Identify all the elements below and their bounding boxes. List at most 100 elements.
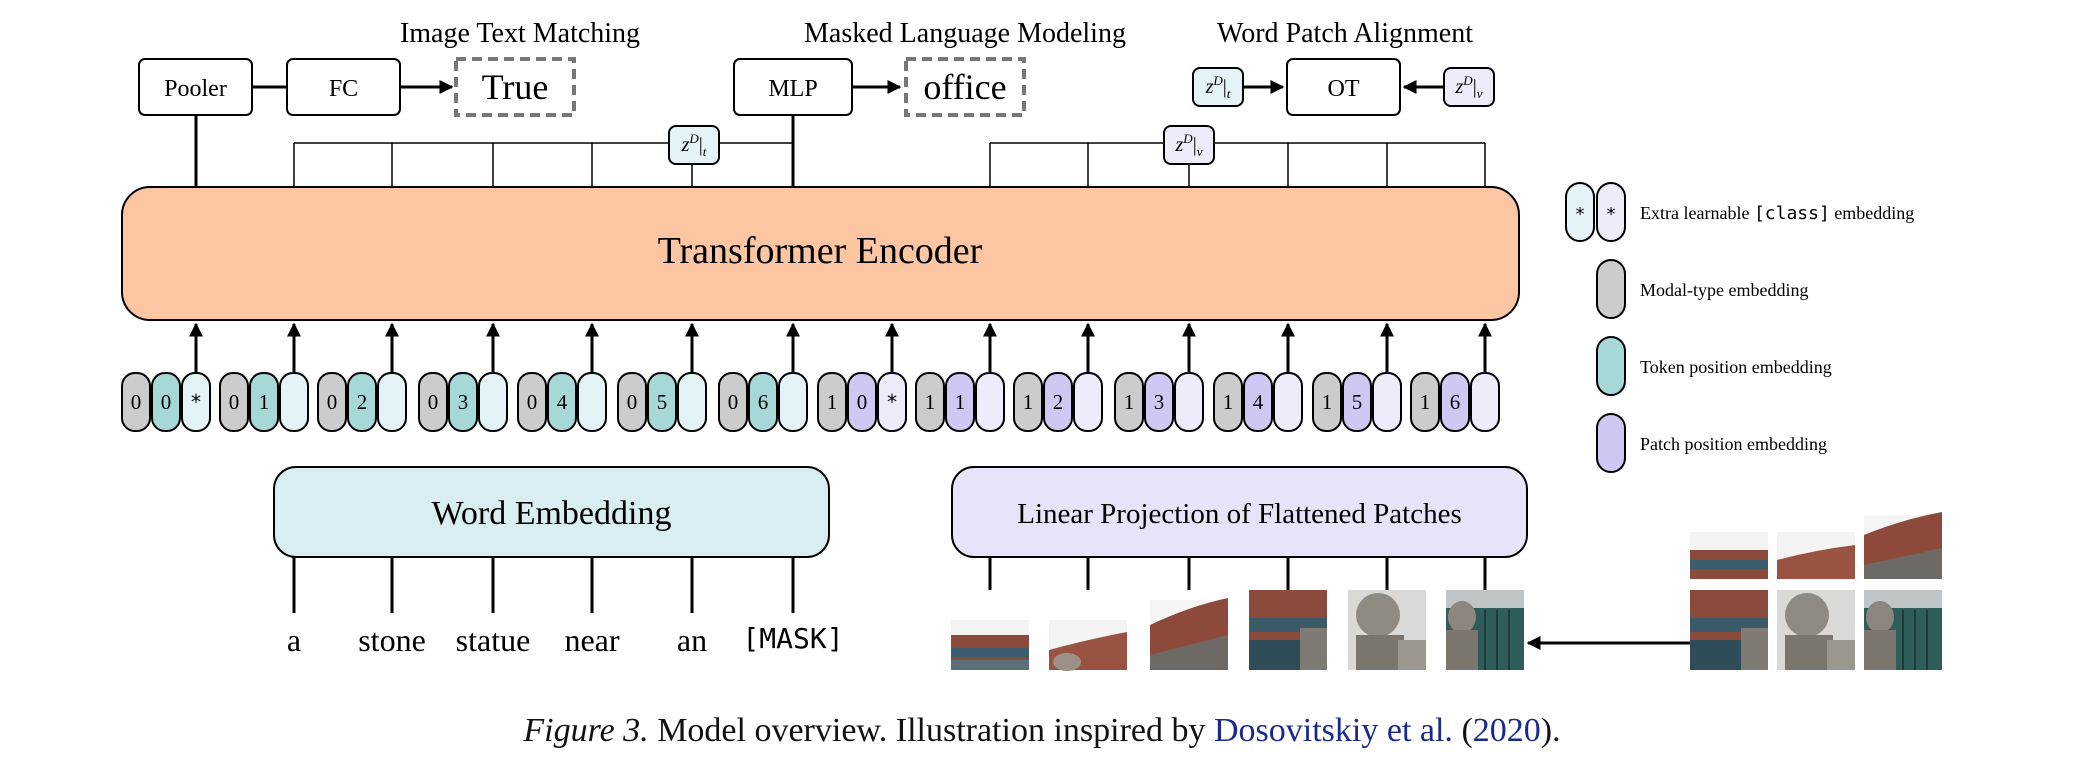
word-token: stone	[358, 622, 426, 658]
modal-type-pill	[219, 372, 249, 432]
position-pill	[1342, 372, 1372, 432]
token-pill	[377, 372, 407, 432]
token-pill	[975, 372, 1005, 432]
transformer-encoder-label: Transformer Encoder	[658, 230, 983, 272]
legend-star: *	[1575, 204, 1586, 225]
position-pill-label: 4	[1253, 390, 1264, 414]
itm-output-box	[454, 57, 576, 117]
mlm-output-box	[904, 57, 1026, 117]
caption-cite-year[interactable]: 2020	[1472, 712, 1541, 749]
image-patch-2	[1049, 620, 1127, 671]
position-pill-label: 5	[1352, 390, 1363, 414]
word-embedding-label: Word Embedding	[432, 495, 672, 532]
position-pill-label: 6	[758, 390, 769, 414]
zv-wpa-label: zD|v	[1455, 73, 1483, 101]
modal-type-pill-label: 1	[1322, 390, 1333, 414]
position-pill	[151, 372, 181, 432]
position-pill-label: 0	[161, 390, 172, 414]
token-pill-label: *	[190, 390, 202, 414]
token-pill	[677, 372, 707, 432]
position-pill	[1440, 372, 1470, 432]
position-pill	[1144, 372, 1174, 432]
modal-type-pill	[718, 372, 748, 432]
modal-type-pill-label: 1	[1223, 390, 1234, 414]
position-pill	[1043, 372, 1073, 432]
word-input-lines	[292, 557, 795, 613]
legend-token-label: Token position embedding	[1640, 357, 1832, 377]
legend-modal-swatch	[1596, 259, 1626, 319]
modal-type-pill-label: 1	[1124, 390, 1135, 414]
zv-bracket-token	[1163, 125, 1215, 165]
word-embedding-box	[273, 466, 830, 558]
word-token: statue	[456, 622, 531, 658]
zt-bracket-label: zD|t	[681, 131, 707, 159]
modal-type-pill-label: 0	[527, 390, 538, 414]
caption-text: Model overview. Illustration inspired by	[648, 712, 1214, 749]
position-pill	[547, 372, 577, 432]
grid-patch-2	[1777, 532, 1855, 579]
legend-class-image-swatch	[1596, 182, 1626, 242]
modal-type-pill-label: 1	[1420, 390, 1431, 414]
patch-grid	[1690, 512, 1942, 670]
modal-type-pill-label: 0	[428, 390, 439, 414]
caption-label: Figure 3.	[523, 712, 649, 749]
transformer-encoder	[121, 186, 1520, 321]
modal-type-pill-label: 0	[327, 390, 338, 414]
position-pill-label: 4	[557, 390, 568, 414]
grid-patch-6	[1864, 590, 1942, 670]
itm-title: Image Text Matching	[400, 18, 640, 49]
token-pill-label: *	[886, 390, 898, 414]
legend-star: *	[1606, 204, 1617, 225]
position-pill-label: 3	[1154, 390, 1165, 414]
modal-type-pill	[317, 372, 347, 432]
zt-wpa-label: zD|t	[1205, 73, 1231, 101]
position-pill-label: 6	[1450, 390, 1461, 414]
image-output-bracket	[989, 142, 1486, 187]
zv-wpa-token	[1443, 67, 1495, 107]
caption-cite-authors[interactable]: Dosovitskiy et al.	[1214, 712, 1453, 749]
itm-output-label: True	[482, 67, 549, 107]
modal-type-pill	[418, 372, 448, 432]
token-pill	[1174, 372, 1204, 432]
modal-type-pill	[1213, 372, 1243, 432]
word-token: a	[287, 622, 301, 658]
modal-type-pill	[1013, 372, 1043, 432]
legend-patch-swatch	[1596, 413, 1626, 473]
token-pill	[1470, 372, 1500, 432]
position-pill-label: 1	[259, 390, 270, 414]
position-pill-label: 2	[357, 390, 368, 414]
modal-type-pill	[517, 372, 547, 432]
patch-projection-label: Linear Projection of Flattened Patches	[1017, 498, 1462, 530]
position-pill	[748, 372, 778, 432]
modal-type-pill-label: 1	[827, 390, 838, 414]
wpa-title: Word Patch Alignment	[1217, 18, 1473, 49]
legend-token-swatch	[1596, 336, 1626, 396]
patch-input-lines	[988, 557, 1487, 590]
zv-bracket-label: zD|v	[1175, 131, 1203, 159]
legend: * * Extra learnable [class] embedding Mo…	[1565, 182, 1914, 473]
position-pill-label: 0	[857, 390, 868, 414]
token-pill	[1273, 372, 1303, 432]
position-pill	[847, 372, 877, 432]
patch-sequence	[951, 590, 1524, 671]
image-patch-3	[1150, 598, 1228, 670]
modal-type-pill-label: 0	[229, 390, 240, 414]
position-pill	[647, 372, 677, 432]
mlm-title: Masked Language Modeling	[804, 18, 1126, 49]
patch-projection-box	[951, 466, 1528, 558]
position-pill	[249, 372, 279, 432]
modal-type-pill	[1114, 372, 1144, 432]
caption-cite-close: ).	[1540, 712, 1561, 749]
position-pill	[1243, 372, 1273, 432]
